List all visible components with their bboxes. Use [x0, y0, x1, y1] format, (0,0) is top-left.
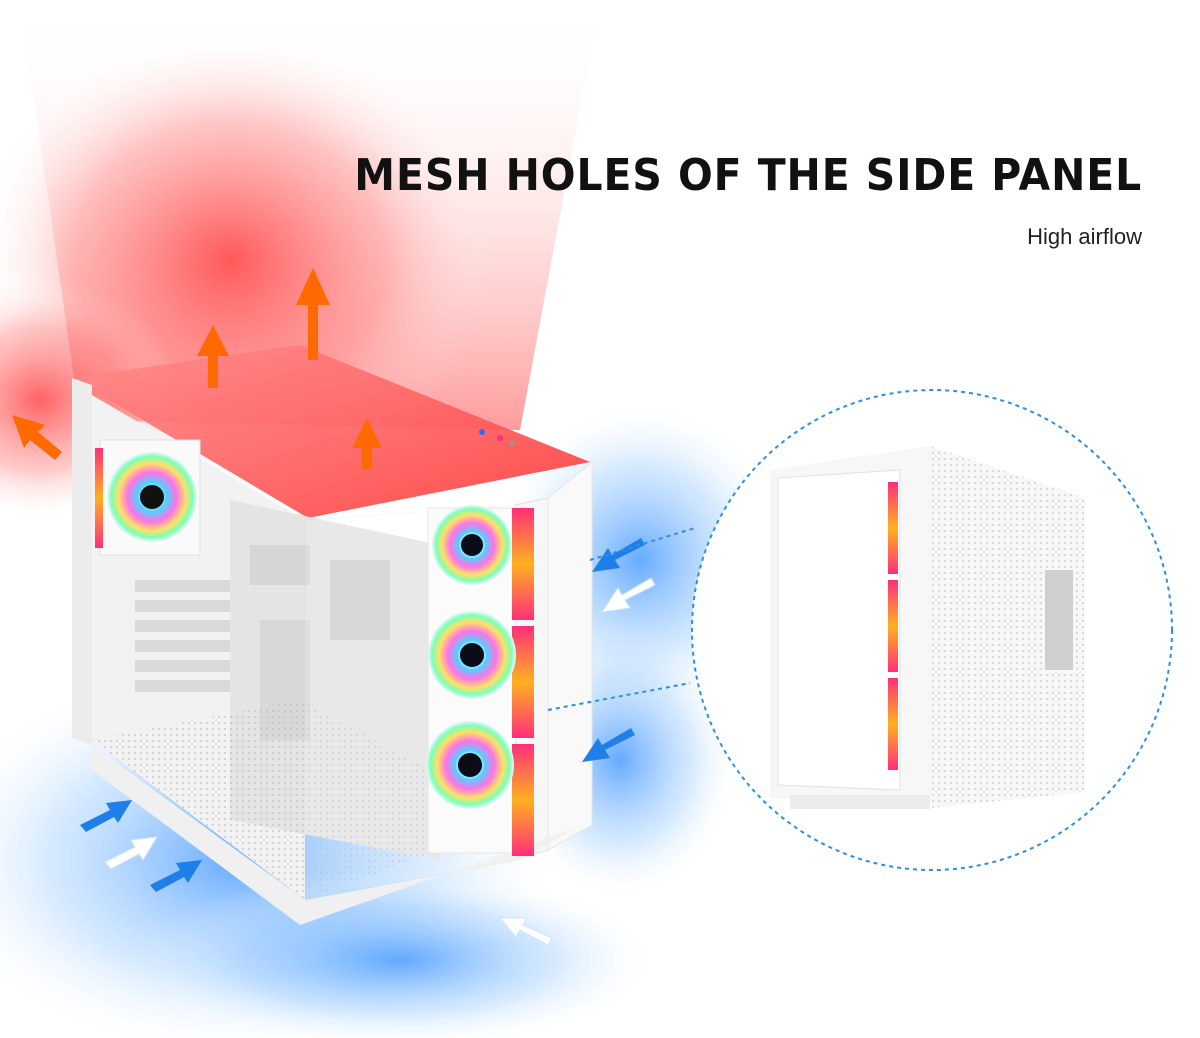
intake-arrow-icon	[582, 728, 635, 762]
exhaust-arrow-icon	[352, 418, 382, 470]
headline: MESH HOLES OF THE SIDE PANEL	[354, 150, 1142, 201]
exhaust-arrow-icon	[296, 268, 330, 360]
bottom-mesh	[92, 700, 520, 900]
top-mesh-panel	[72, 345, 590, 518]
exhaust-arrow-icon	[12, 415, 62, 460]
rear-rgb-fan	[95, 439, 201, 556]
intake-arrow-icon	[104, 836, 158, 870]
intake-arrow-icon	[80, 800, 132, 832]
exhaust-arrow-icons	[12, 268, 382, 470]
exhaust-arrow-icon	[197, 325, 229, 388]
front-rgb-fans	[426, 505, 534, 856]
pcie-slots	[135, 580, 230, 692]
subheading: High airflow	[1027, 224, 1142, 249]
intake-arrow-icon	[150, 860, 202, 892]
side-panel-callout	[547, 389, 1173, 871]
intake-arrow-icon	[498, 917, 553, 946]
intake-arrow-icon	[600, 577, 656, 613]
